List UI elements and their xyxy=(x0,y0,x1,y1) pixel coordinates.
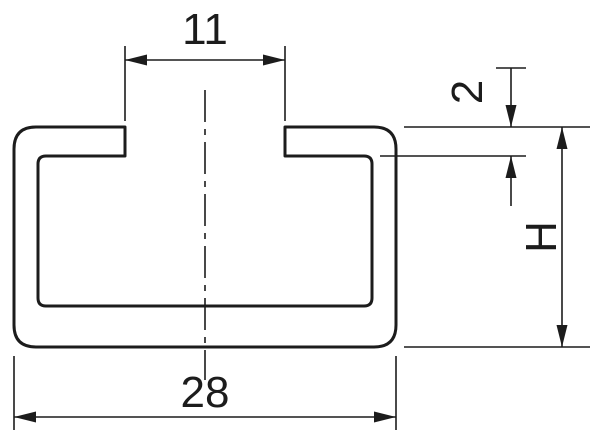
arrowhead-down xyxy=(505,105,517,127)
dim-label-slot-width: 11 xyxy=(182,5,228,54)
profile-outline xyxy=(12,125,398,349)
arrowhead-right xyxy=(263,54,285,66)
dim-slot-width: 11 xyxy=(124,5,286,121)
arrowhead-left xyxy=(125,54,147,66)
dim-overall-width: 28 xyxy=(13,356,397,430)
dim-label-wall-thickness: 2 xyxy=(443,80,492,104)
arrowhead-up xyxy=(505,156,517,178)
dim-wall-thickness: 2 xyxy=(380,67,590,206)
arrowhead-bottom xyxy=(556,325,568,347)
dim-height: H xyxy=(404,127,590,348)
dim-label-overall-width: 28 xyxy=(181,368,230,417)
arrowhead-left xyxy=(14,411,36,423)
dim-label-height: H xyxy=(517,221,566,253)
arrowhead-right xyxy=(374,411,396,423)
arrowhead-top xyxy=(556,127,568,149)
